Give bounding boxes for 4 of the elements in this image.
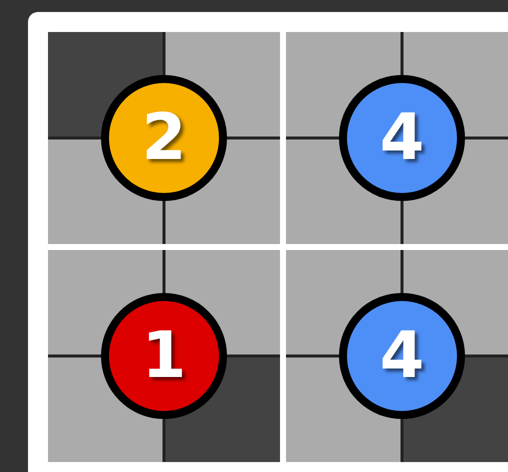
clue-number: 4 [380,106,424,170]
clue-number: 2 [142,106,186,170]
clue-number: 4 [380,324,424,388]
clue-number: 1 [142,324,186,388]
